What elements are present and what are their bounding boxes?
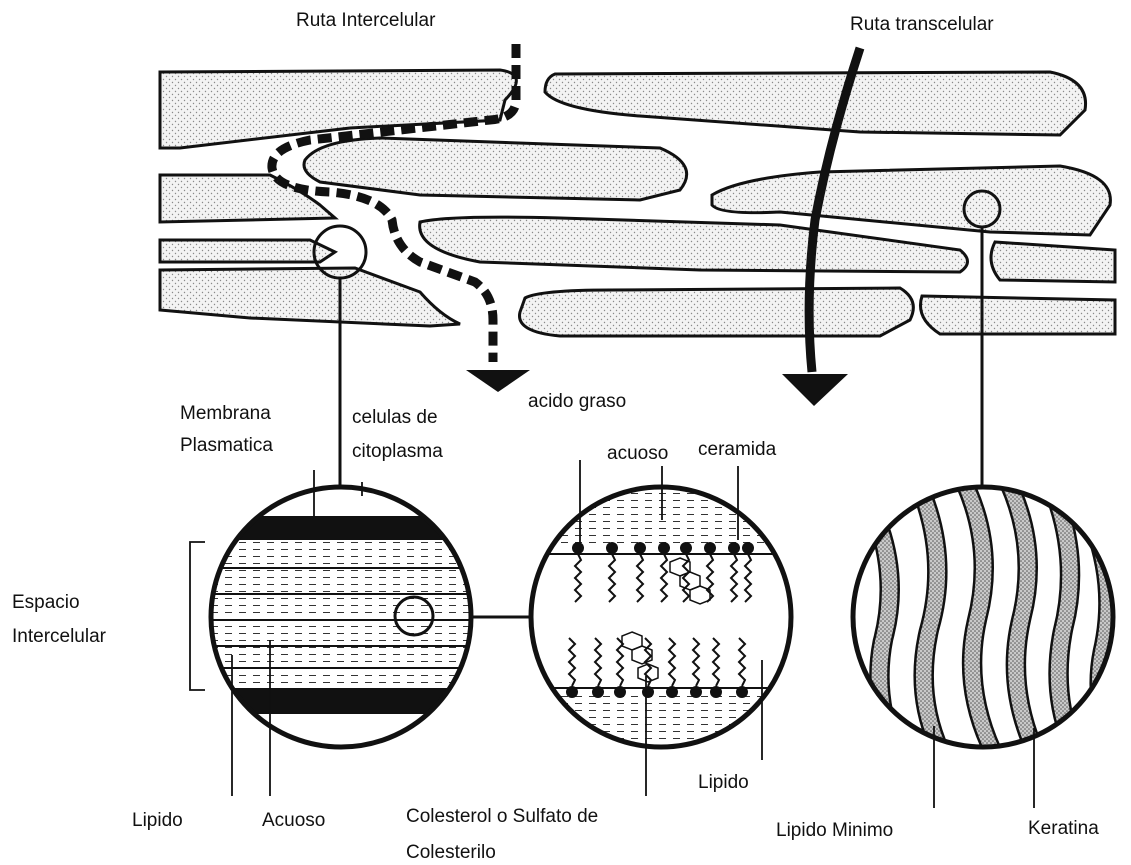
- corneocyte-cell: [520, 288, 914, 336]
- zoom-circle-keratin: [850, 480, 1120, 760]
- label-plasma-membrane-2: Plasmatica: [180, 435, 273, 456]
- label-aqueous-top: acuoso: [607, 443, 668, 464]
- label-cholesterol-2: Colesterilo: [406, 842, 496, 863]
- lipid-head: [592, 686, 604, 698]
- label-minimal-lipid: Lipido Minimo: [776, 820, 893, 841]
- zoom-circle-lipid-bilayer: [520, 480, 810, 766]
- label-transcellular-route: Ruta transcelular: [850, 14, 994, 35]
- lipid-head: [680, 542, 692, 554]
- corneocyte-cell: [160, 268, 460, 326]
- lipid-head: [728, 542, 740, 554]
- lipid-head: [710, 686, 722, 698]
- label-cytoplasm-1: celulas de: [352, 407, 438, 428]
- lipid-head: [658, 542, 670, 554]
- label-lipid-middle: Lipido: [698, 772, 749, 793]
- lipid-head: [642, 686, 654, 698]
- label-cholesterol-1: Colesterol o Sulfato de: [406, 806, 598, 827]
- lipid-head: [666, 686, 678, 698]
- lipid-head: [704, 542, 716, 554]
- label-cytoplasm-2: citoplasma: [352, 441, 443, 462]
- bracket-intercellular-space: [190, 542, 205, 690]
- zoom-circle-intercellular: [200, 480, 490, 760]
- label-intercellular-route: Ruta Intercelular: [296, 10, 436, 31]
- label-intercellular-space-2: Intercelular: [12, 626, 107, 647]
- lipid-head: [614, 686, 626, 698]
- intercellular-route-arrowhead: [466, 370, 530, 392]
- label-fatty-acid: acido graso: [528, 391, 626, 412]
- lipid-head: [566, 686, 578, 698]
- label-intercellular-space-1: Espacio: [12, 592, 80, 613]
- stratum-corneum-cells: [160, 70, 1115, 336]
- label-plasma-membrane-1: Membrana: [180, 403, 271, 424]
- lipid-head: [572, 542, 584, 554]
- lipid-head: [742, 542, 754, 554]
- corneocyte-cell: [545, 72, 1086, 135]
- corneocyte-cell: [160, 70, 516, 148]
- corneocyte-cell: [160, 240, 335, 262]
- label-lipid-left: Lipido: [132, 810, 183, 831]
- corneocyte-cell: [304, 138, 687, 200]
- lipid-head: [690, 686, 702, 698]
- label-keratin: Keratina: [1028, 818, 1099, 839]
- corneocyte-cell: [991, 242, 1115, 282]
- label-ceramide: ceramida: [698, 439, 777, 460]
- corneocyte-cell: [160, 175, 335, 222]
- lipid-head: [606, 542, 618, 554]
- lipid-head: [736, 686, 748, 698]
- transcellular-route-arrowhead: [782, 374, 848, 406]
- corneocyte-cell: [920, 296, 1115, 334]
- lipid-head: [634, 542, 646, 554]
- corneocyte-cell: [420, 217, 968, 272]
- label-aqueous-left: Acuoso: [262, 810, 325, 831]
